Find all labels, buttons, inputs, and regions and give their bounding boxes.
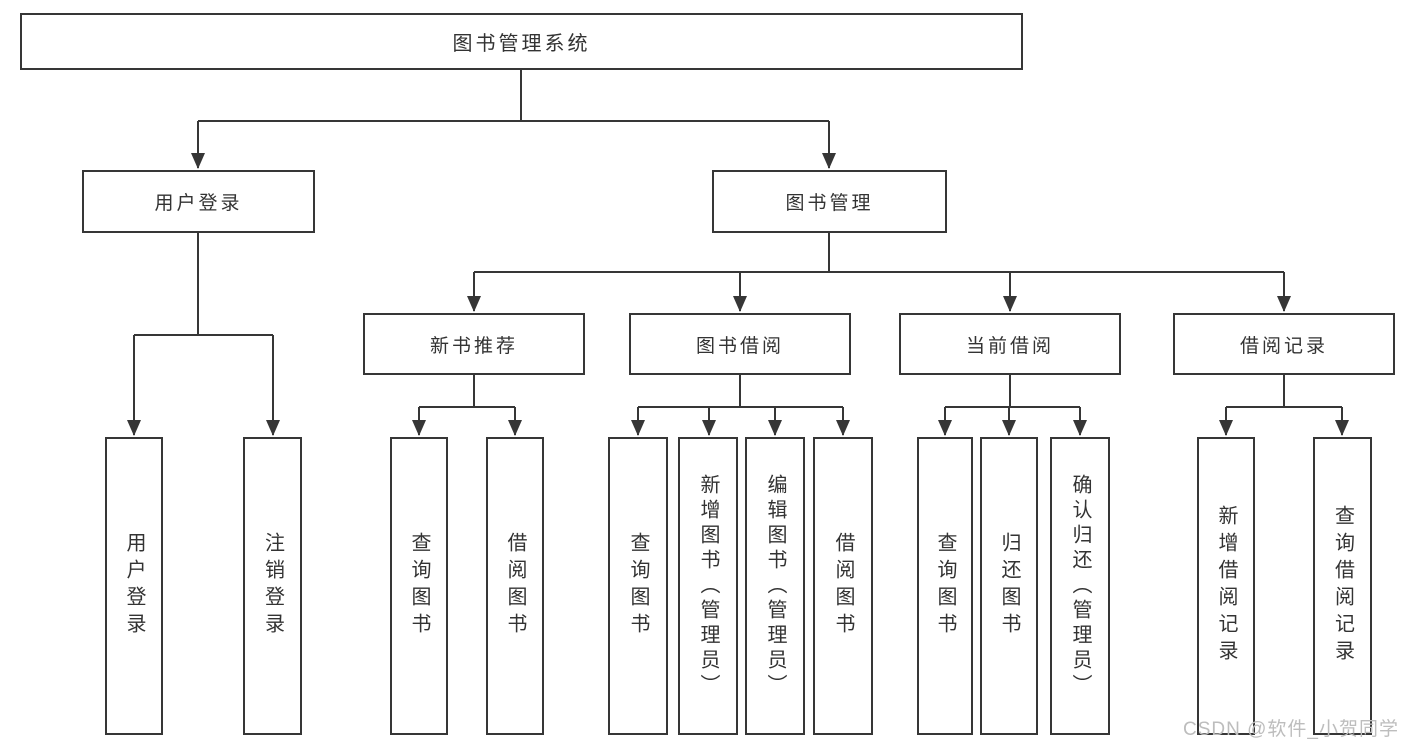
node-user-login-group: 用户登录 xyxy=(82,170,315,233)
node-book-management: 图书管理 xyxy=(712,170,947,233)
node-user-login: 用户登录 xyxy=(105,437,163,735)
node-edit-books-admin: 编辑图书（管理员） xyxy=(745,437,805,735)
node-library-system: 图书管理系统 xyxy=(20,13,1023,70)
node-book-borrow: 图书借阅 xyxy=(629,313,851,375)
node-return-books: 归还图书 xyxy=(980,437,1038,735)
node-query-books-borrow: 查询图书 xyxy=(608,437,668,735)
node-current-borrow: 当前借阅 xyxy=(899,313,1121,375)
node-query-borrow-record: 查询借阅记录 xyxy=(1313,437,1372,735)
node-borrow-books: 借阅图书 xyxy=(813,437,873,735)
node-query-books-recommend: 查询图书 xyxy=(390,437,448,735)
node-borrow-books-recommend: 借阅图书 xyxy=(486,437,544,735)
node-add-books-admin: 新增图书（管理员） xyxy=(678,437,738,735)
node-logout: 注销登录 xyxy=(243,437,302,735)
node-borrow-records: 借阅记录 xyxy=(1173,313,1395,375)
node-new-book-recommend: 新书推荐 xyxy=(363,313,585,375)
node-query-books-current: 查询图书 xyxy=(917,437,973,735)
node-confirm-return-admin: 确认归还（管理员） xyxy=(1050,437,1110,735)
node-add-borrow-record: 新增借阅记录 xyxy=(1197,437,1255,735)
csdn-watermark: CSDN @软件_小贺同学 xyxy=(1183,719,1399,740)
